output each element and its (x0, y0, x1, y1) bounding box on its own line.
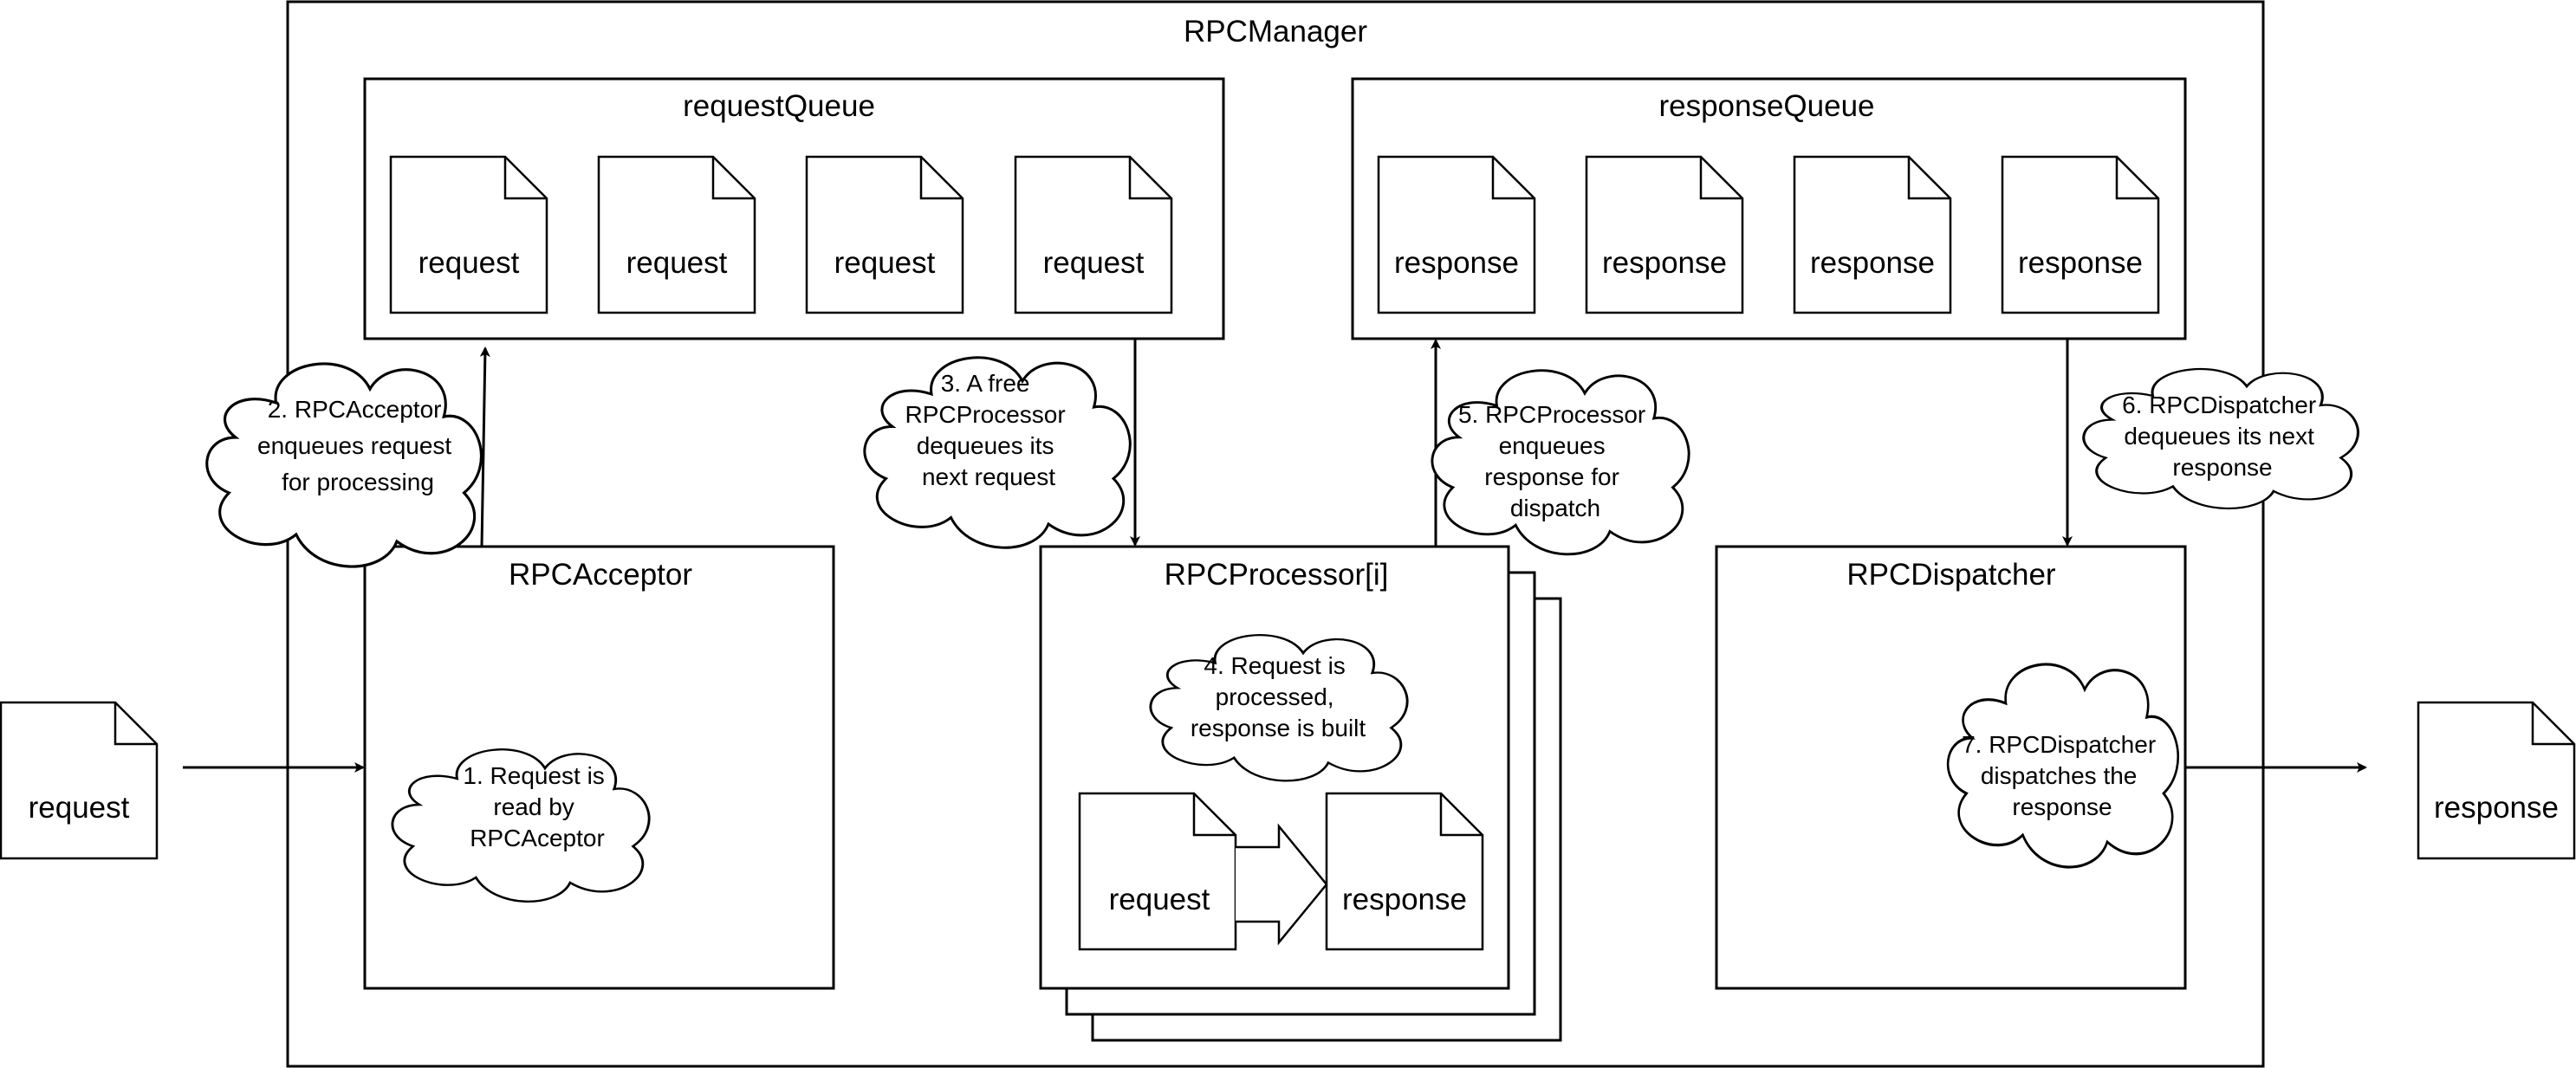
processor-request-doc: request (1078, 792, 1237, 951)
queue-request-label: request (626, 246, 728, 280)
rpc-dispatcher-title: RPCDispatcher (1846, 558, 2056, 592)
request-queue: requestQueue request request request req… (363, 77, 1225, 340)
queue-response-label: response (1810, 246, 1935, 280)
note-step-2-text: 2. RPCAcceptor enqueues request for proc… (257, 396, 458, 495)
rpc-acceptor-title: RPCAcceptor (509, 558, 692, 592)
queue-request-label: request (834, 246, 936, 280)
queue-response-label: response (1602, 246, 1727, 280)
queue-response-doc: response (2001, 155, 2160, 314)
queue-request-doc: request (805, 155, 964, 314)
note-step-7-text: 7. RPCDispatcher dispatches the response (1962, 731, 2163, 820)
outgoing-response-label: response (2434, 791, 2559, 825)
processor-response-doc: response (1325, 792, 1484, 951)
queue-response-doc: response (1793, 155, 1952, 314)
note-step-4-text: 4. Request is processed, response is bui… (1191, 652, 1366, 741)
outgoing-response-doc: response (2417, 701, 2576, 860)
queue-response-doc: response (1377, 155, 1536, 314)
queue-response-doc: response (1585, 155, 1744, 314)
arrow-acceptor-to-request-queue (479, 346, 490, 547)
queue-request-label: request (1043, 246, 1145, 280)
queue-request-doc: request (1014, 155, 1173, 314)
queue-response-label: response (2018, 246, 2143, 280)
response-queue: responseQueue response response response… (1351, 77, 2187, 340)
queue-request-label: request (419, 246, 520, 280)
rpc-processor-title: RPCProcessor[i] (1165, 558, 1389, 592)
incoming-request-doc: request (0, 701, 159, 860)
processor-request-label: request (1109, 883, 1210, 916)
response-queue-title: responseQueue (1658, 89, 1874, 123)
processor-response-label: response (1342, 883, 1467, 916)
note-step-3-text: 3. A free RPCProcessor dequeues its next… (905, 370, 1073, 490)
request-queue-title: requestQueue (683, 89, 875, 123)
queue-request-doc: request (389, 155, 548, 314)
queue-response-label: response (1394, 246, 1519, 280)
queue-request-doc: request (597, 155, 756, 314)
note-step-6-text: 6. RPCDispatcher dequeues its next respo… (2122, 392, 2323, 481)
note-step-5-text: 5. RPCProcessor enqueues response for di… (1458, 401, 1652, 521)
rpc-processor: RPCProcessor[i] request response (1039, 545, 1562, 1042)
note-step-1-text: 1. Request is read by RPCAceptor (463, 762, 611, 851)
incoming-request-label: request (29, 791, 130, 825)
rpc-manager-title: RPCManager (1184, 15, 1367, 49)
flow-arrows (183, 339, 2367, 773)
note-step-2 (205, 362, 483, 568)
